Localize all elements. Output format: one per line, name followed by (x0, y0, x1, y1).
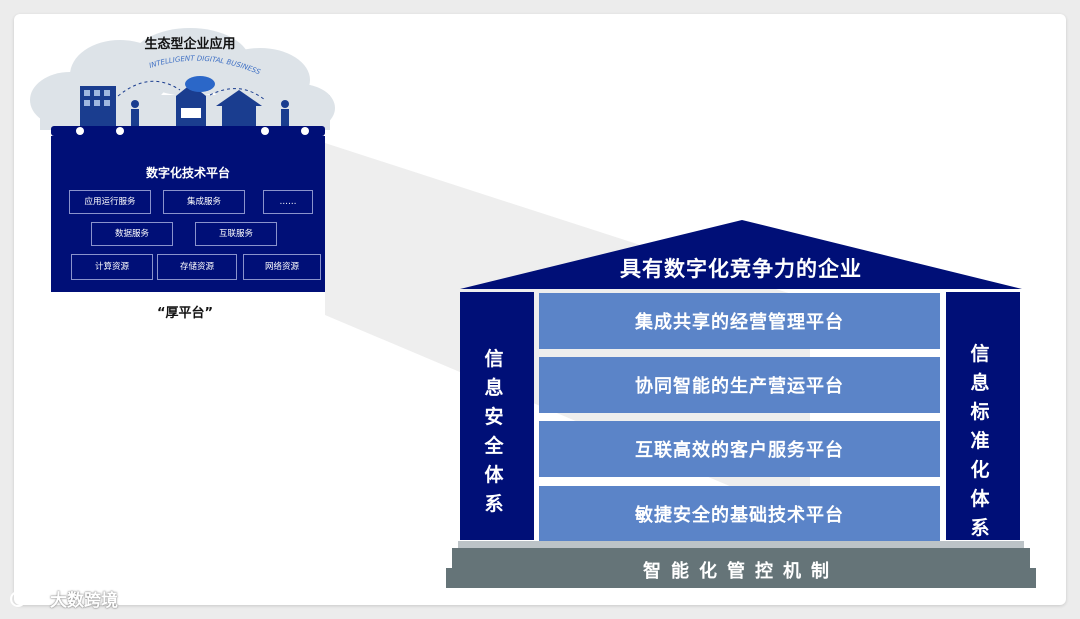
cloud-arc-text: INTELLIGENT DIGITAL BUSINESS (148, 55, 262, 77)
mini-box-data: 数据服务 (91, 222, 173, 246)
mini-box-storage: 存储资源 (157, 254, 237, 280)
mini-box-compute: 计算资源 (71, 254, 153, 280)
right-pillar-char: 化 (970, 459, 990, 481)
left-pillar-char: 全 (484, 435, 504, 457)
right-pillar-char: 系 (970, 517, 990, 539)
left-pillar-char: 体 (484, 464, 504, 486)
right-pillar-char: 标 (970, 401, 990, 423)
left-pillar-char: 系 (484, 493, 504, 515)
right-pillar-text: 信 息 标 准 化 体 系 (943, 340, 1017, 543)
cloud-illustration (30, 28, 335, 150)
left-pillar-char: 信 (484, 348, 504, 370)
right-pillar-char: 准 (970, 430, 990, 452)
cloud-title: 生态型企业应用 (144, 37, 236, 52)
left-pillar-char: 安 (484, 406, 504, 428)
base-mechanism-label: 智能化管控机制 (643, 561, 839, 582)
base-step-top (458, 541, 1024, 551)
left-pillar-char: 息 (484, 377, 504, 399)
left-pillar (460, 292, 534, 540)
watermark-text: 大数跨境 (50, 591, 118, 611)
mini-box-integration: 集成服务 (163, 190, 245, 214)
left-pillar-text: 信 息 安 全 体 系 (457, 345, 531, 519)
mini-box-app-runtime: 应用运行服务 (69, 190, 151, 214)
mini-box-network: 网络资源 (243, 254, 321, 280)
mini-tech-platform: 数字化技术平台 应用运行服务 集成服务 …… 数据服务 互联服务 计算资源 存储… (51, 136, 325, 292)
mini-box-ellipsis: …… (263, 190, 313, 214)
mini-box-interconnect: 互联服务 (195, 222, 277, 246)
base-step-bottom (446, 568, 1036, 588)
floor-management-platform: 集成共享的经营管理平台 (539, 293, 940, 349)
floor-basic-tech-platform: 敏捷安全的基础技术平台 (539, 486, 940, 542)
mini-platform-title: 数字化技术平台 (145, 166, 230, 180)
watermark-logo-icon (10, 590, 45, 607)
right-pillar-char: 体 (970, 488, 990, 510)
right-pillar (946, 292, 1020, 540)
floor-customer-service-platform: 互联高效的客户服务平台 (539, 421, 940, 477)
roof-title: 具有数字化竞争力的企业 (620, 257, 862, 281)
floor-production-platform: 协同智能的生产营运平台 (539, 357, 940, 413)
right-pillar-char: 息 (970, 372, 990, 394)
right-pillar-char: 信 (970, 343, 990, 365)
thick-platform-label: “厚平台” (156, 306, 214, 321)
